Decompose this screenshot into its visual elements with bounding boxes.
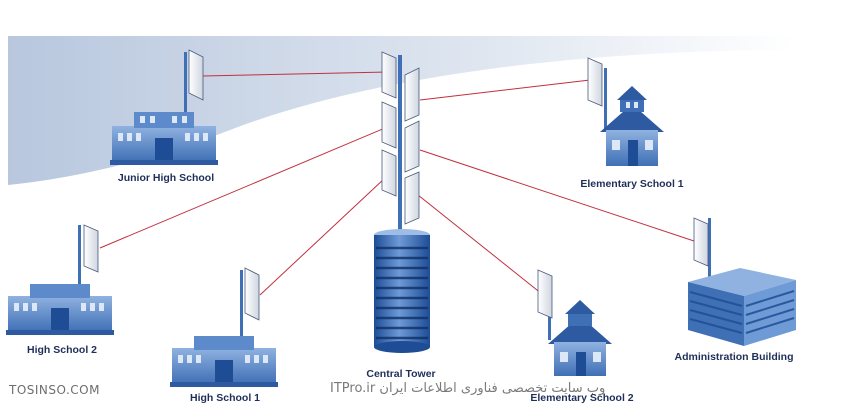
elementary-school-2 [537,269,612,376]
administration-building [688,217,796,346]
high-school-1 [170,267,278,387]
link-central-hs2 [99,127,386,249]
school-building [548,300,612,376]
link-central-elem1 [419,79,591,101]
watermark-left: TOSINSO.COM [9,383,100,397]
link-central-elem2 [417,194,548,299]
background-arc [8,36,795,185]
label-junior-high-school: Junior High School [117,172,215,184]
link-central-junior [202,71,388,77]
antenna-panel [244,267,260,321]
school-building [600,86,664,166]
link-central-admin [419,149,698,243]
antenna-panel [693,217,709,267]
school-building [6,284,114,335]
central-tower [374,51,430,353]
link-lines [99,71,698,299]
junior-high-school [110,49,218,165]
antenna-panel [381,51,420,225]
school-building [110,112,218,165]
watermark-right: وب سایت تخصصی فناوری اطلاعات ایران ITPro… [330,381,606,396]
label-high-school-2: High School 2 [26,344,98,356]
link-central-hs1 [259,177,386,296]
elementary-school-1 [587,57,664,166]
label-high-school-1: High School 1 [189,392,261,404]
school-building [170,336,278,387]
antenna-panel [188,49,204,101]
tower-building [374,229,430,353]
high-school-2 [6,224,114,335]
antenna-panel [587,57,603,107]
label-central-tower: Central Tower [366,368,436,380]
label-elementary-school-1: Elementary School 1 [580,178,684,190]
antenna-panel [83,224,99,273]
label-administration-building: Administration Building [674,351,794,363]
label-elementary-school-2: Elementary School 2 [530,392,634,404]
office-building [688,268,796,346]
antenna-panel [537,269,553,319]
